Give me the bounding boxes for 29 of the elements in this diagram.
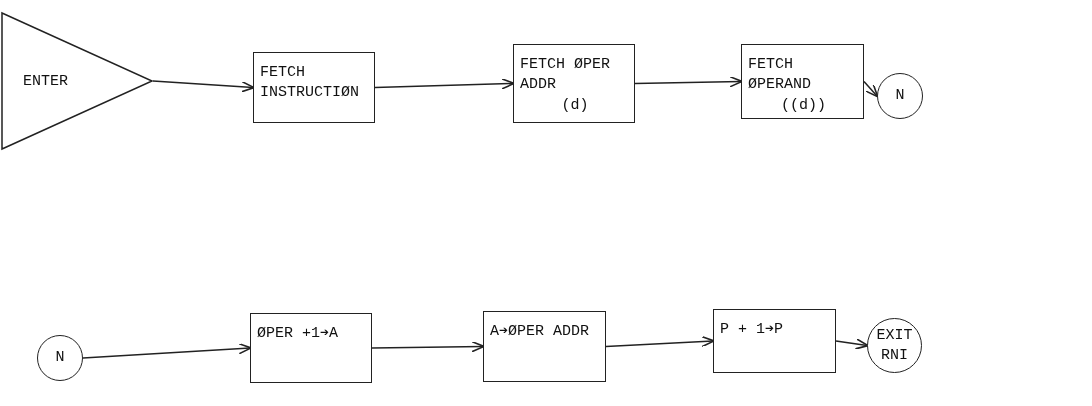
node-label: P + 1➔P: [720, 320, 785, 340]
connector-circle: [877, 73, 923, 119]
node-label: FETCH ØPERAND: [748, 55, 812, 94]
node-label: ØPER +1➔A: [257, 324, 340, 344]
arrow: [374, 78, 515, 90]
connector-circle: [37, 335, 83, 381]
process-box: [513, 44, 635, 123]
node-label: FETCH INSTRUCTIØN: [260, 63, 361, 102]
arrow: [605, 335, 715, 348]
node-label: ((d)): [781, 96, 826, 116]
node-label: EXIT RNI: [875, 326, 914, 365]
entry-triangle: [1, 12, 153, 150]
process-box: [250, 313, 372, 383]
arrow: [835, 338, 869, 350]
process-box: [741, 44, 864, 119]
node-label: N: [55, 348, 65, 368]
process-box: [713, 309, 836, 373]
node-label: ENTER: [23, 72, 68, 90]
arrow: [863, 80, 879, 98]
arrow: [152, 80, 255, 93]
node-label: A➔ØPER ADDR: [490, 322, 591, 342]
node-label: FETCH ØPER ADDR: [520, 55, 611, 94]
arrow: [371, 340, 485, 353]
node-label: N: [895, 86, 905, 106]
arrow: [634, 75, 743, 88]
node-label: (d): [561, 96, 589, 116]
arrow: [82, 342, 252, 359]
process-box: [483, 311, 606, 382]
process-box: [253, 52, 375, 123]
